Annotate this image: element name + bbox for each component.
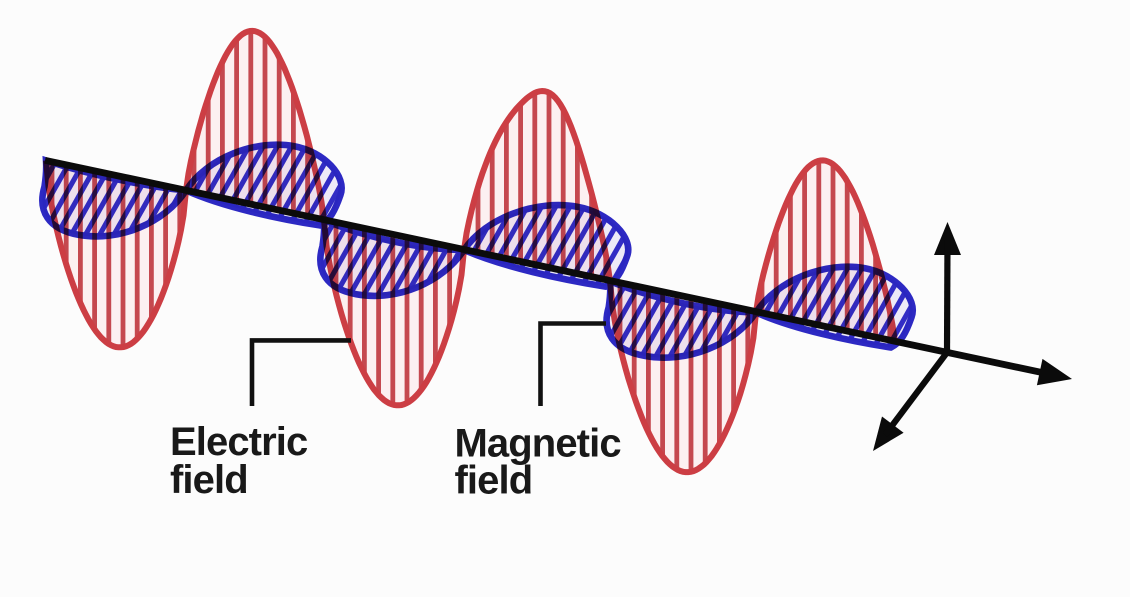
svg-text:field: field — [455, 459, 533, 503]
svg-text:field: field — [170, 458, 248, 502]
svg-text:Magnetic: Magnetic — [455, 422, 622, 466]
svg-text:Electric: Electric — [170, 420, 308, 464]
